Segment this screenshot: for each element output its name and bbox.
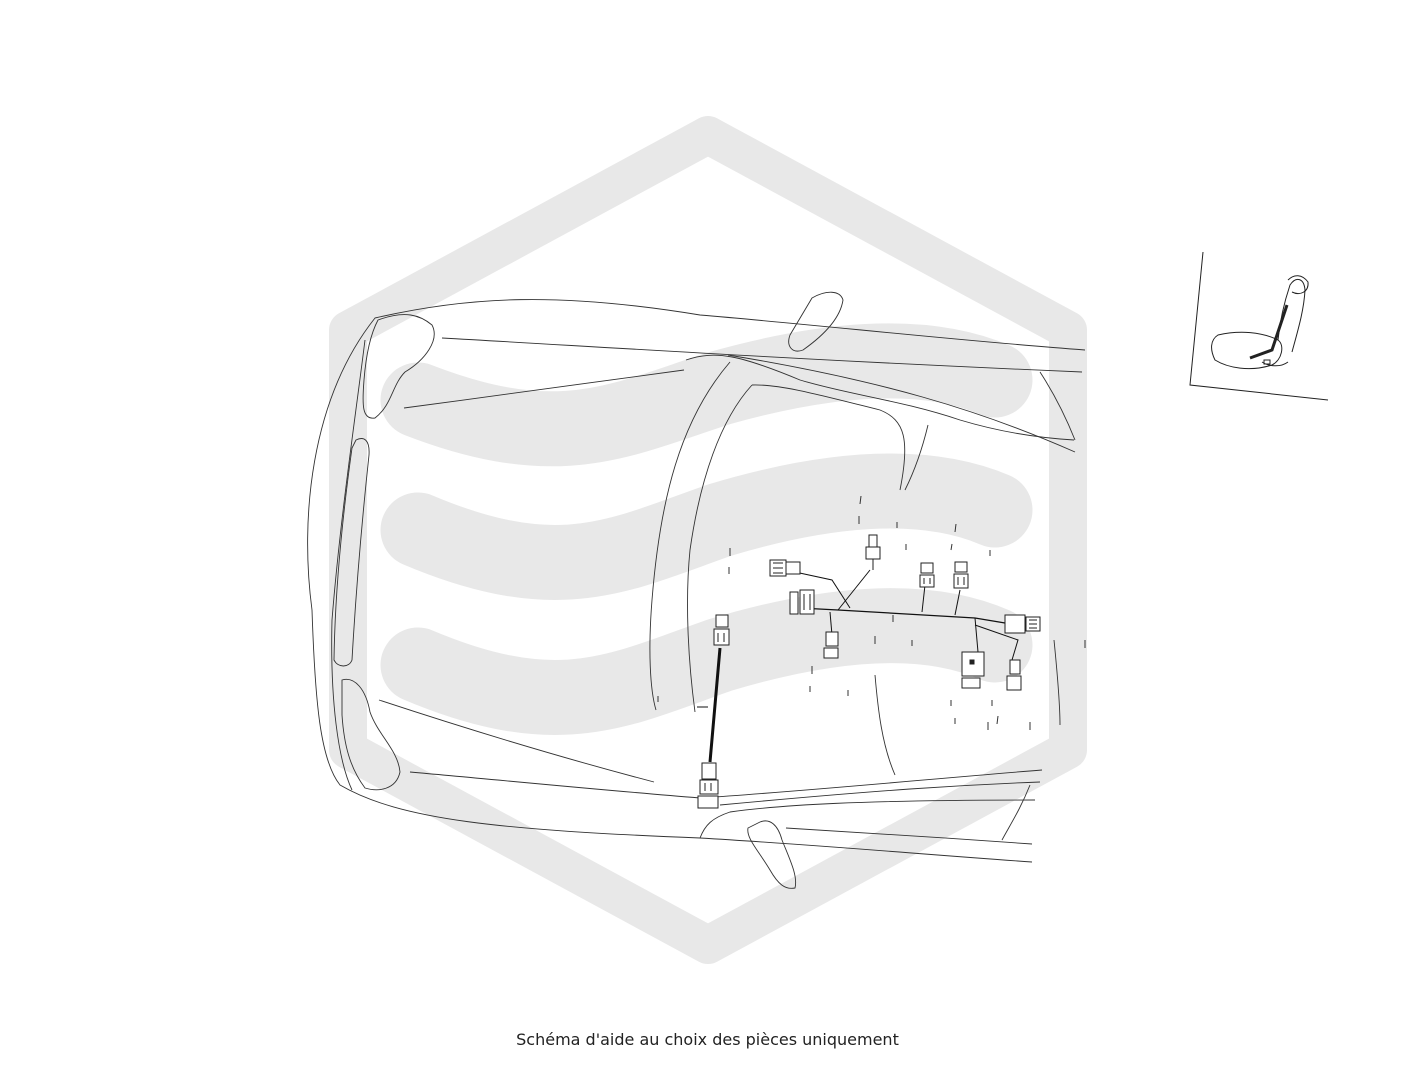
connector-pair-b (953, 561, 969, 589)
connector-right (1004, 614, 1041, 634)
harness-clips (657, 495, 1086, 730)
connector-harness-bottom (697, 762, 719, 809)
connector-far-right (1006, 659, 1022, 691)
caption-text: Schéma d'aide au choix des pièces unique… (516, 1030, 899, 1049)
control-module (961, 651, 985, 689)
connector-top-center (865, 534, 881, 570)
connector-mid-left (789, 589, 815, 615)
connector-harness-top (713, 614, 730, 646)
wiring-harness (697, 569, 1019, 763)
seat-icon (1189, 251, 1329, 401)
watermark-logo-icon (329, 116, 1087, 964)
car-body-outline (307, 291, 1086, 889)
connector-left-cluster (769, 559, 801, 577)
connector-lower-left (823, 631, 839, 659)
connector-pair-a (919, 562, 935, 588)
